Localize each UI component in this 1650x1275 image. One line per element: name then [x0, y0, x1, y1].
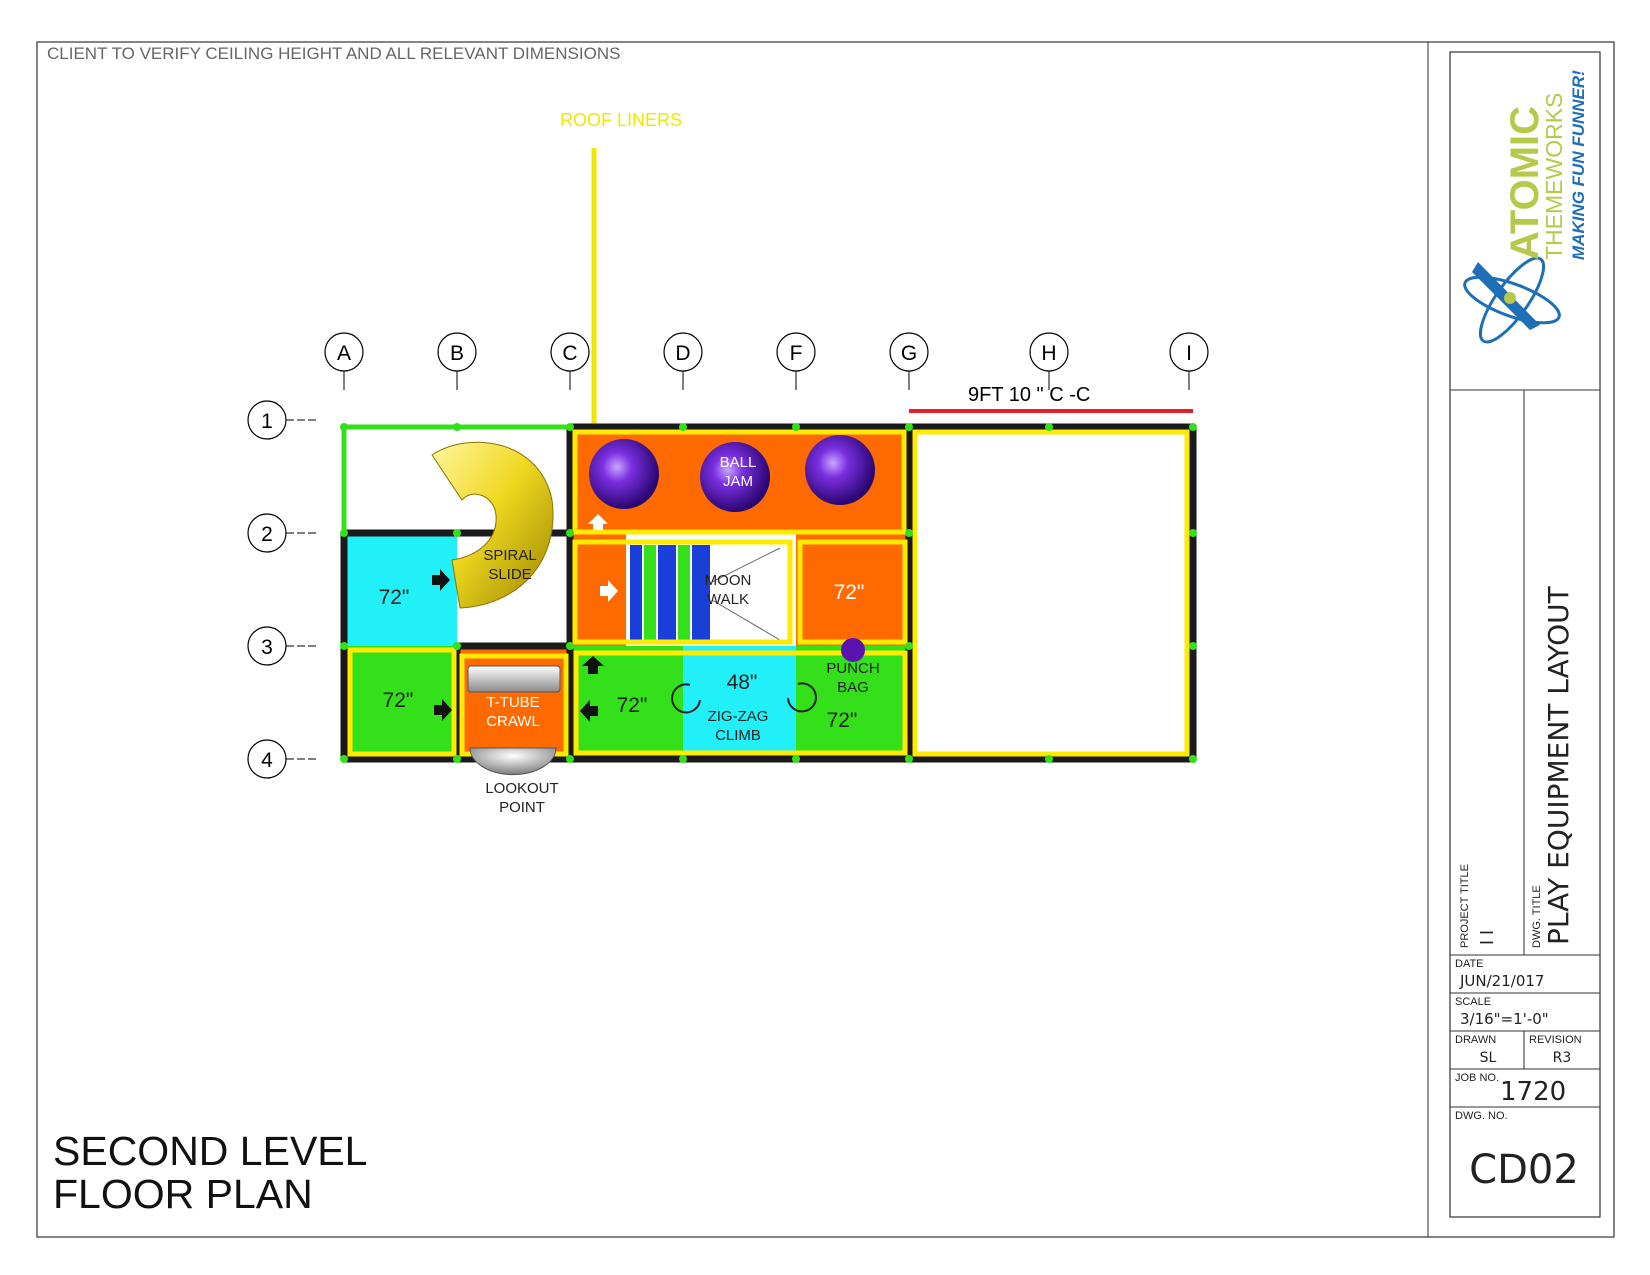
grid-col-H: H: [1029, 332, 1069, 390]
moon-walk-diagonal: [711, 599, 781, 641]
grid-row-3: 3: [247, 626, 316, 666]
ball-jam-ball-right: [805, 435, 875, 505]
spiral-slide: [431, 441, 554, 609]
job-no-value: 1720: [1500, 1077, 1566, 1107]
direction-arrows: [432, 569, 604, 722]
svg-text:3: 3: [261, 636, 273, 659]
atomic-themeworks-logo: ATOMIC THEMEWORKS MAKING FUN FUNNER!: [1463, 70, 1588, 344]
moon-walk-diagonal: [711, 547, 781, 583]
height-cyan-upper: 72": [379, 586, 410, 609]
svg-text:I: I: [1186, 342, 1192, 365]
height-cyan-mid: 48": [727, 671, 758, 694]
arrow-right-icon: [434, 699, 452, 721]
sheet-title-line2: FLOOR PLAN: [53, 1171, 313, 1217]
moon-walk-entry: [570, 533, 626, 646]
grid-row-2: 2: [247, 513, 316, 553]
arrow-left-icon: [580, 700, 598, 722]
svg-text:MAKING FUN FUNNER!: MAKING FUN FUNNER!: [1569, 70, 1588, 260]
drawn-value: SL: [1480, 1050, 1497, 1066]
job-no-label: JOB NO.: [1455, 1072, 1499, 1084]
project-title-label: PROJECT TITLE: [1459, 864, 1471, 948]
client-note: CLIENT TO VERIFY CEILING HEIGHT AND ALL …: [47, 44, 620, 63]
roof-liners-label: ROOF LINERS: [560, 110, 682, 130]
moon-walk-stripe: [658, 545, 676, 640]
moon-walk-stripe: [630, 545, 642, 640]
grid-col-C: C: [550, 332, 590, 390]
grid-row-bubbles: 1 2 3 4: [247, 400, 316, 779]
punch-bag-icon: [841, 638, 865, 662]
lookout-dome: [469, 747, 557, 776]
frame-nodes: [340, 423, 1197, 763]
svg-text:H: H: [1041, 342, 1056, 365]
revision-label: REVISION: [1529, 1034, 1582, 1046]
svg-text:B: B: [450, 342, 464, 365]
orange-platform-right: [796, 533, 909, 646]
sheet-border: [36, 41, 1615, 1238]
scale-label: SCALE: [1455, 996, 1491, 1008]
zig-zag-rotate-right-icon: [787, 682, 817, 713]
arrow-up-icon: [588, 514, 608, 530]
dwg-no-label: DWG. NO.: [1455, 1110, 1508, 1122]
svg-text:A: A: [337, 342, 351, 365]
title-block: [1449, 51, 1601, 1218]
grid-col-A: A: [324, 332, 364, 390]
arrow-up-icon: [582, 656, 604, 674]
svg-text:ATOMIC: ATOMIC: [1503, 106, 1547, 260]
date-label: DATE: [1455, 958, 1484, 970]
dwg-no-value: CD02: [1469, 1147, 1579, 1193]
dwg-title-value: PLAY EQUIPMENT LAYOUT: [1542, 585, 1575, 945]
arrow-right-icon: [600, 580, 618, 602]
cyan-platform-mid: [683, 646, 796, 759]
grid-col-G: G: [889, 332, 929, 390]
moon-walk-stripe: [678, 545, 690, 640]
grid-col-D: D: [663, 332, 703, 390]
sheet-title-line1: SECOND LEVEL: [53, 1128, 367, 1174]
dimension-label: 9FT 10 " C -C: [968, 384, 1090, 406]
svg-text:THEMEWORKS: THEMEWORKS: [1541, 93, 1567, 260]
arrow-right-icon: [432, 569, 450, 591]
svg-text:2: 2: [261, 523, 273, 546]
grid-row-4: 4: [247, 739, 316, 779]
grid-col-B: B: [437, 332, 477, 390]
cyan-platform-upper: [344, 533, 457, 646]
ball-jam-ball-left: [589, 439, 659, 509]
height-green-left: 72": [383, 689, 414, 712]
height-green-right: 72": [827, 709, 858, 732]
project-title-value: I I: [1477, 930, 1497, 945]
height-orange-right: 72": [834, 581, 865, 604]
date-value: JUN/21/017: [1459, 972, 1544, 990]
moon-walk-stripe: [644, 545, 656, 640]
svg-text:1: 1: [261, 410, 273, 433]
t-tube-platform: [457, 646, 570, 759]
grid-col-F: F: [776, 332, 816, 390]
ball-jam-ball-center: [700, 442, 770, 512]
svg-text:G: G: [901, 342, 917, 365]
grid-col-I: I: [1169, 332, 1209, 390]
svg-text:4: 4: [261, 749, 273, 772]
yellow-liners: [347, 429, 1190, 757]
grid-row-1: 1: [247, 400, 316, 440]
moon-walk-stripe: [692, 545, 710, 640]
dwg-title-label: DWG. TITLE: [1531, 885, 1543, 948]
height-green-mid: 72": [617, 694, 648, 717]
revision-value: R3: [1553, 1050, 1572, 1066]
drawn-label: DRAWN: [1455, 1034, 1496, 1046]
zig-zag-rotate-left-icon: [671, 683, 701, 714]
t-tube-top: [467, 665, 561, 693]
svg-text:F: F: [790, 342, 803, 365]
svg-text:D: D: [675, 342, 690, 365]
grid-column-bubbles: A B C D F G H I: [324, 332, 1209, 390]
scale-value: 3/16"=1'-0": [1460, 1010, 1549, 1028]
svg-text:C: C: [562, 342, 577, 365]
green-platform-left: [344, 646, 457, 759]
